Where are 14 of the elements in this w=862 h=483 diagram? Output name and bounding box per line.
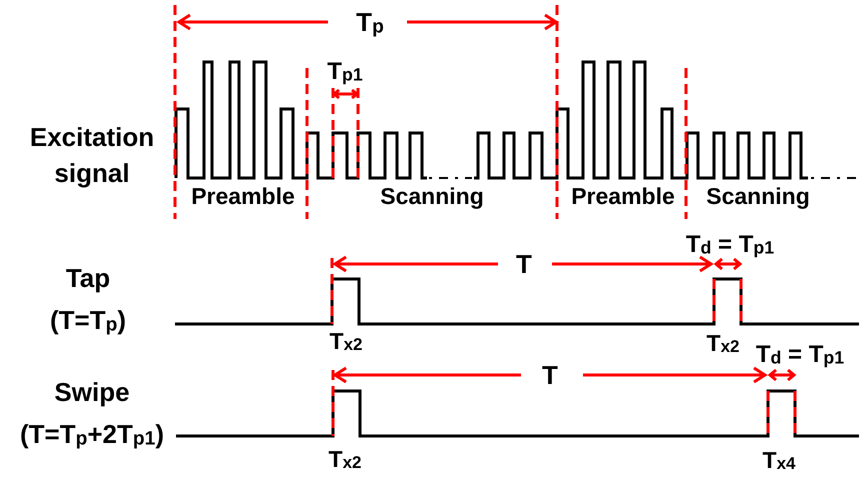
segment-label: Preamble: [191, 182, 295, 210]
signal-name: Tap (T=T$_{p}$): [50, 262, 126, 338]
signal-name: Excitation signal: [30, 121, 154, 190]
duration-label: T$_{p}$: [356, 8, 384, 38]
pulse-label: T$_{x2}$: [706, 330, 740, 356]
pulse-label: T$_{x2}$: [330, 328, 362, 354]
pulse-label: T$_{x2}$: [328, 446, 362, 472]
pulse-label: T$_{x4}$: [762, 446, 796, 474]
duration-label: T: [516, 250, 532, 280]
segment-label: Scanning: [706, 182, 810, 210]
segment-label: Preamble: [571, 182, 675, 210]
duration-label: T: [542, 361, 558, 391]
segment-label: Scanning: [380, 182, 484, 210]
signal-name: Swipe (T=T$_{p}$+2T$_{p1}$): [20, 376, 164, 452]
